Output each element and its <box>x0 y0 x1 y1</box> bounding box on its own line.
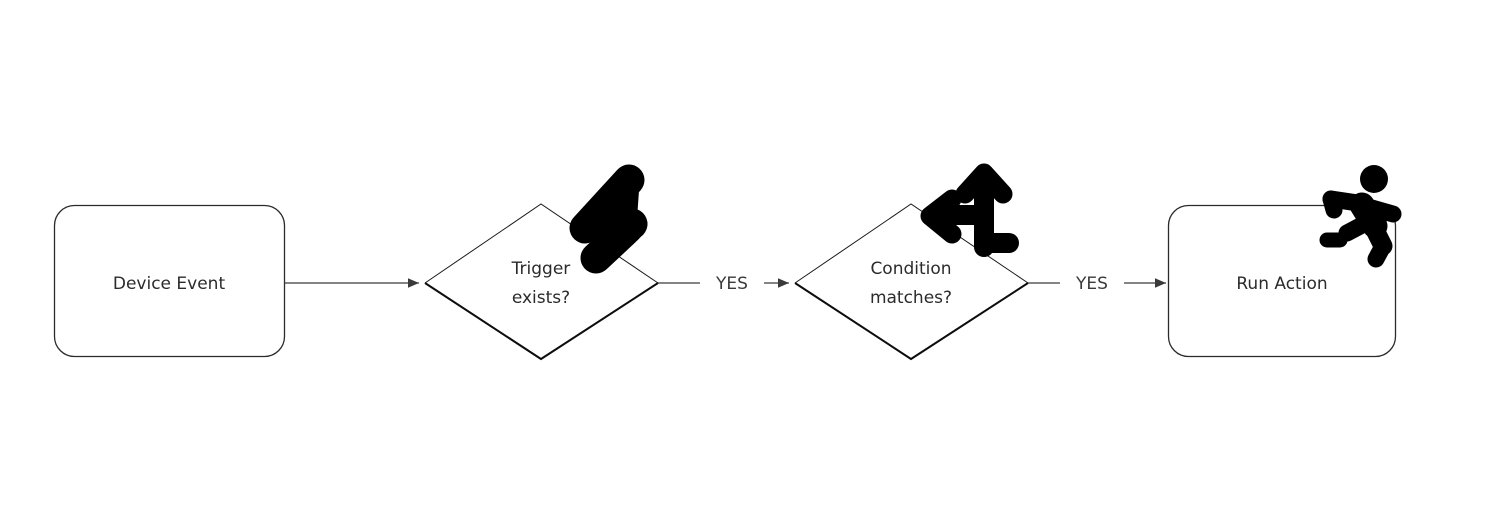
edge-trigger-to-condition-arrowhead <box>778 278 789 288</box>
edge-event-to-trigger-arrowhead <box>408 278 419 288</box>
node-run-action[interactable]: Run Action <box>1167 165 1402 358</box>
edge-trigger-to-condition-label: YES <box>715 274 748 294</box>
trigger-exists-lower-edges <box>424 282 659 361</box>
running-person-head <box>1360 165 1388 193</box>
node-device-event[interactable]: Device Event <box>53 204 286 358</box>
node-condition-matches[interactable]: Condition matches? <box>794 163 1029 361</box>
condition-matches-lower-edges <box>794 282 1029 361</box>
trigger-exists-label-line1: Trigger <box>511 259 571 279</box>
lightning-bolt-icon <box>569 164 648 274</box>
branch-arrows-icon <box>920 163 1019 257</box>
edge-condition-to-action-arrowhead <box>1155 278 1166 288</box>
device-event-shape[interactable] <box>53 204 286 358</box>
condition-matches-label-line1: Condition <box>870 259 951 279</box>
edge-event-to-trigger <box>284 278 419 288</box>
edge-trigger-to-condition: YES <box>658 274 789 294</box>
edge-condition-to-action-label: YES <box>1075 274 1108 294</box>
trigger-exists-label-line2: exists? <box>512 288 570 308</box>
node-trigger-exists[interactable]: Trigger exists? <box>424 164 659 361</box>
run-action-label: Run Action <box>1236 274 1327 294</box>
running-person-icon <box>1319 165 1402 268</box>
condition-matches-upper-edges <box>794 203 1029 284</box>
edge-condition-to-action: YES <box>1028 274 1166 294</box>
condition-matches-label-line2: matches? <box>870 288 952 308</box>
device-event-label: Device Event <box>113 274 226 294</box>
